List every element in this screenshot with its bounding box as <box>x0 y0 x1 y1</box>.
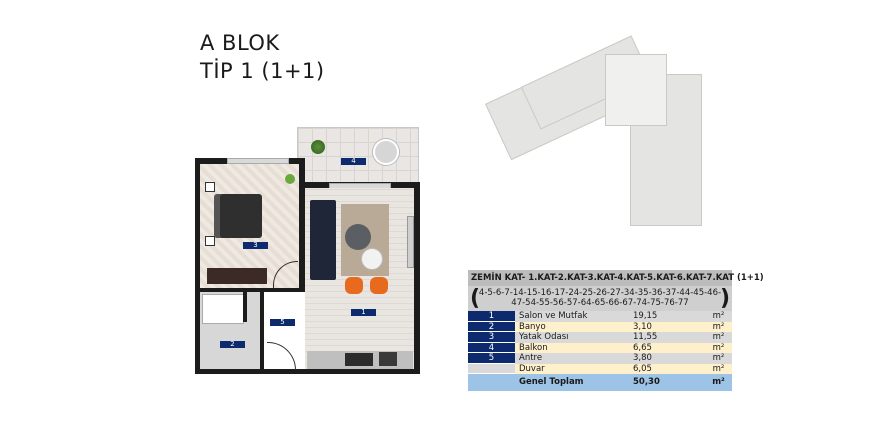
row-number <box>468 363 515 374</box>
row-number: 2 <box>468 321 515 332</box>
sofa-icon <box>310 200 336 280</box>
row-value: 3,80 <box>633 353 652 363</box>
wall <box>195 369 420 374</box>
row-label: Balkon <box>519 342 548 353</box>
room-tag-bathroom: 2 <box>220 341 245 348</box>
wall <box>299 158 305 288</box>
room-tag-entry: 5 <box>270 319 295 326</box>
tv-unit <box>407 216 414 268</box>
unit-type-title: TİP 1 (1+1) <box>200 59 325 83</box>
table-row: 4 Balkon 6,65 m² <box>468 342 732 353</box>
table-chairs-icon <box>373 139 399 165</box>
block-title: A BLOK <box>200 31 280 55</box>
row-value: 11,55 <box>633 332 658 342</box>
unit-numbers-line1: 4-5-6-7-14-15-16-17-24-25-26-27-34-35-36… <box>478 288 722 298</box>
nightstand-icon <box>205 182 215 192</box>
armchair-icon <box>345 277 363 294</box>
wall <box>414 186 420 374</box>
table-row: 5 Antre 3,80 m² <box>468 353 732 364</box>
cooktop-icon <box>379 352 397 366</box>
floor-plan: 4 3 1 2 5 <box>195 124 420 374</box>
sink-icon <box>345 353 373 366</box>
row-unit: m² <box>712 321 725 332</box>
row-unit: m² <box>712 332 725 342</box>
entry-door[interactable] <box>267 342 296 370</box>
area-table: ZEMİN KAT- 1.KAT-2.KAT-3.KAT-4.KAT-5.KAT… <box>468 270 764 391</box>
bracket-open: ( <box>470 286 481 311</box>
wall <box>243 292 247 322</box>
building-core <box>605 54 667 126</box>
row-label: Antre <box>519 353 543 363</box>
bracket-close: ) <box>719 286 730 311</box>
floors-header: ZEMİN KAT- 1.KAT-2.KAT-3.KAT-4.KAT-5.KAT… <box>468 270 764 286</box>
unit-numbers-line2: 47-54-55-56-57-64-65-66-67-74-75-76-77 <box>511 298 689 308</box>
plant-icon <box>311 140 325 154</box>
bathtub-icon <box>202 294 244 324</box>
table-row: 3 Yatak Odası 11,55 m² <box>468 332 732 343</box>
row-value: 6,65 <box>633 342 652 353</box>
wall <box>200 288 305 292</box>
bed-icon <box>220 194 262 238</box>
side-table-icon <box>361 248 383 270</box>
row-unit: m² <box>712 353 725 363</box>
row-number: 3 <box>468 332 515 343</box>
row-unit: m² <box>712 311 725 321</box>
wall <box>195 158 200 374</box>
row-value: 3,10 <box>633 321 652 332</box>
total-label: Genel Toplam <box>519 377 584 387</box>
wardrobe <box>207 268 267 284</box>
row-number: 5 <box>468 353 515 364</box>
total-value: 50,30 <box>633 377 660 387</box>
unit-numbers: ( 4-5-6-7-14-15-16-17-24-25-26-27-34-35-… <box>468 286 732 311</box>
table-row: 1 Salon ve Mutfak 19,15 m² <box>468 311 732 322</box>
table-row: Duvar 6,05 m² <box>468 363 732 374</box>
window <box>227 158 289 164</box>
row-number: 4 <box>468 342 515 353</box>
nightstand-icon <box>205 236 215 246</box>
row-label: Salon ve Mutfak <box>519 311 588 321</box>
room-tag-balcony: 4 <box>341 158 366 165</box>
coffee-table-icon <box>345 224 371 250</box>
wall <box>260 292 264 369</box>
room-tag-living-kitchen: 1 <box>351 309 376 316</box>
row-number: 1 <box>468 311 515 322</box>
row-value: 6,05 <box>633 363 652 374</box>
row-unit: m² <box>712 363 725 374</box>
table-row: 2 Banyo 3,10 m² <box>468 321 732 332</box>
armchair-icon <box>370 277 388 294</box>
row-label: Banyo <box>519 321 546 332</box>
room-tag-bedroom: 3 <box>243 242 268 249</box>
plant-icon <box>285 174 295 184</box>
total-spacer <box>468 374 515 391</box>
row-label: Duvar <box>519 363 545 374</box>
total-row: Genel Toplam 50,30 m² <box>468 374 732 391</box>
row-unit: m² <box>712 342 725 353</box>
total-unit: m² <box>712 377 725 387</box>
row-value: 19,15 <box>633 311 658 321</box>
row-label: Yatak Odası <box>519 332 569 342</box>
balcony-area <box>297 127 419 187</box>
building-site-plan <box>485 14 720 226</box>
